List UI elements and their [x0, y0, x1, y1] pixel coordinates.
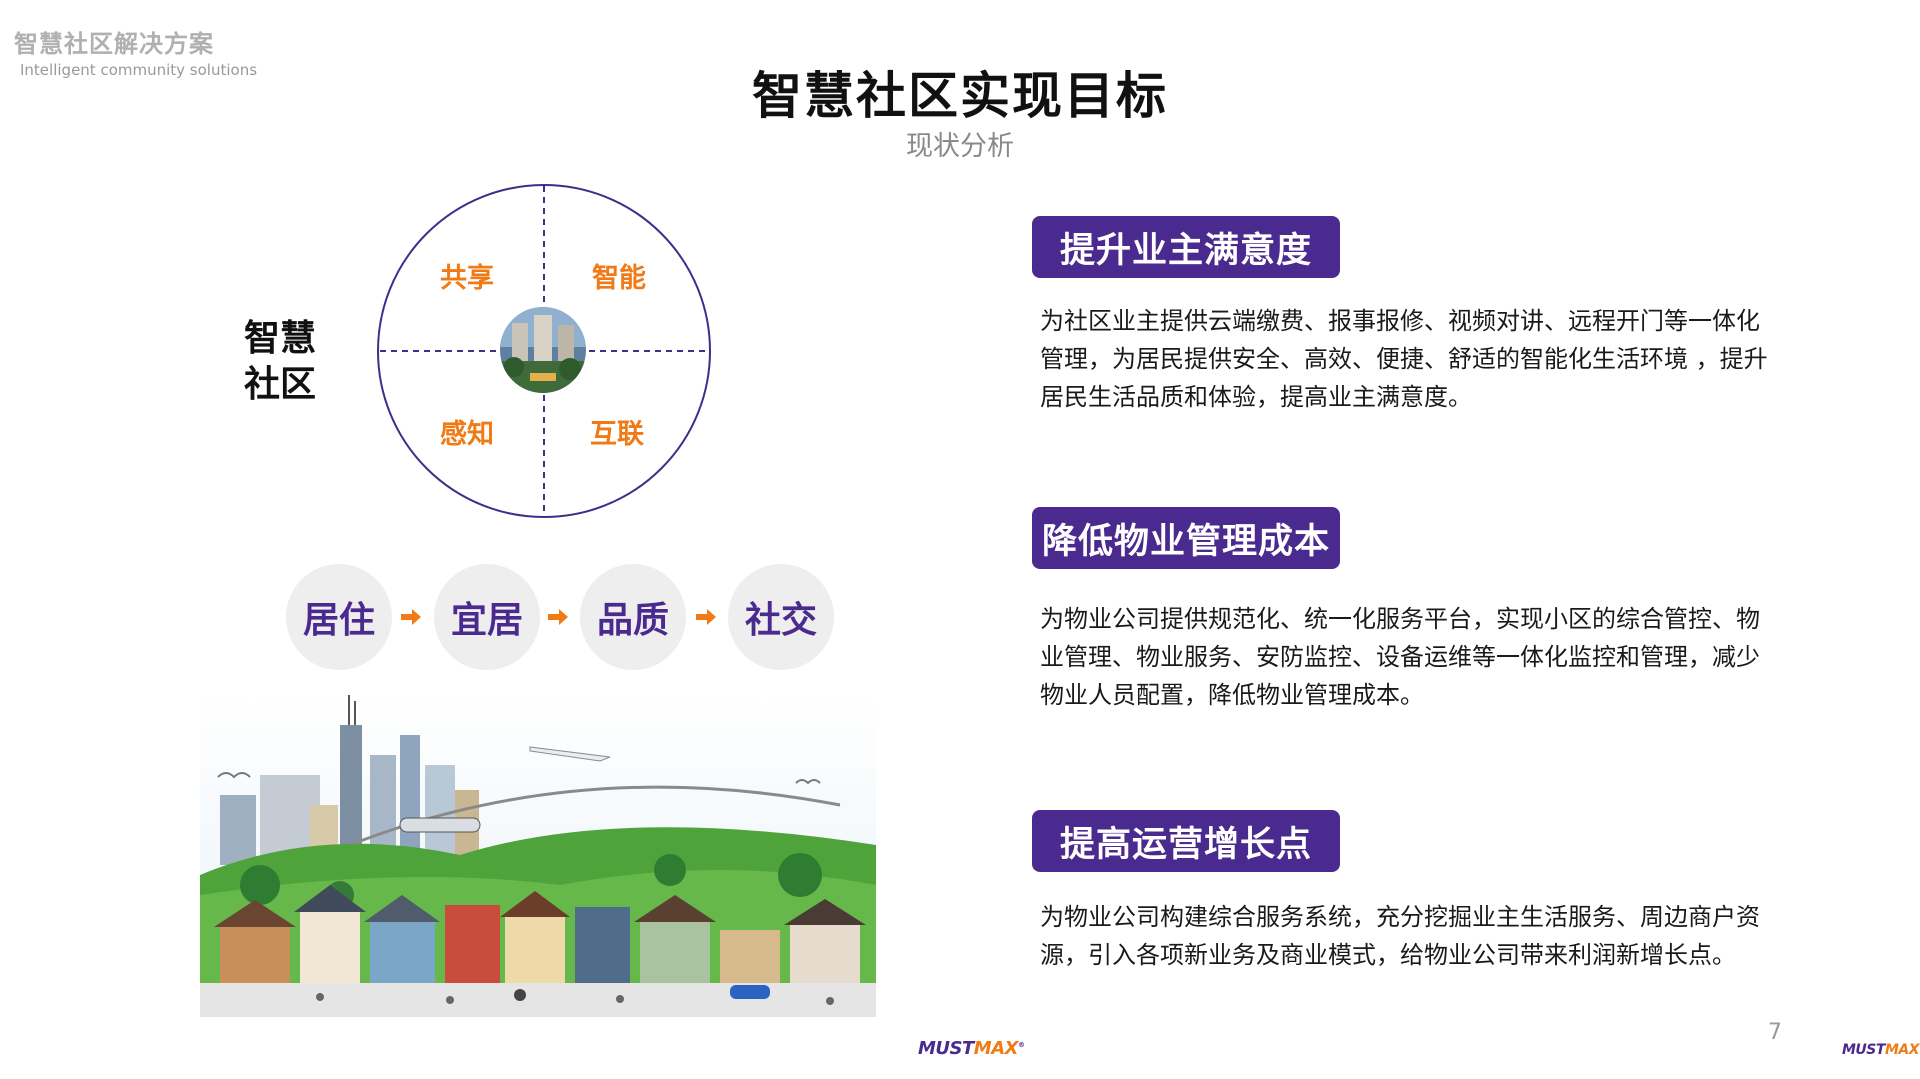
brand-logo-corner: MUSTMAX® [1842, 1042, 1920, 1058]
goal-text-satisfaction: 为社区业主提供云端缴费、报事报修、视频对讲、远程开门等一体化管理，为居民提供安全… [1040, 307, 1768, 411]
goal-badge-satisfaction: 提升业主满意度 [1032, 216, 1340, 278]
arrow-right-icon [696, 609, 716, 625]
quadrant-smart: 智能 [592, 263, 646, 294]
page-number: 7 [1768, 1020, 1782, 1045]
page-title: 智慧社区实现目标 [752, 67, 1168, 125]
arrow-right-icon [548, 609, 568, 625]
brand-logo-center: MUSTMAX® [918, 1038, 1025, 1059]
smart-community-label: 智慧 社区 [244, 316, 334, 408]
community-photo [500, 307, 586, 393]
corner-title-cn: 智慧社区解决方案 [14, 30, 214, 58]
logo-must: MUST [918, 1038, 974, 1059]
side-label-line2: 社区 [244, 364, 317, 405]
corner-title: 智慧社区解决方案 Intelligent community solutions [14, 24, 257, 79]
logo-max: MAX [973, 1038, 1019, 1059]
side-label-line1: 智慧 [244, 318, 317, 359]
arrow-right-icon [401, 609, 421, 625]
city-illustration [200, 695, 876, 1017]
flow-step-quality: 品质 [580, 564, 686, 670]
corner-title-en: Intelligent community solutions [20, 61, 258, 79]
goal-badge-cost: 降低物业管理成本 [1032, 507, 1340, 569]
flow-step-social: 社交 [728, 564, 834, 670]
flow-step-living: 居住 [286, 564, 392, 670]
logo-max: MAX [1884, 1042, 1920, 1058]
flow-step-livable: 宜居 [434, 564, 540, 670]
goal-text-cost: 为物业公司提供规范化、统一化服务平台，实现小区的综合管控、物业管理、物业服务、安… [1040, 605, 1760, 709]
goal-badge-growth: 提高运营增长点 [1032, 810, 1340, 872]
quadrant-perception: 感知 [440, 419, 494, 450]
goal-text-growth: 为物业公司构建综合服务系统，充分挖掘业主生活服务、周边商户资源，引入各项新业务及… [1040, 903, 1760, 969]
page-subtitle: 现状分析 [906, 131, 1014, 162]
quadrant-share: 共享 [440, 263, 494, 294]
logo-must: MUST [1842, 1042, 1885, 1058]
quadrant-interconnect: 互联 [590, 419, 644, 450]
